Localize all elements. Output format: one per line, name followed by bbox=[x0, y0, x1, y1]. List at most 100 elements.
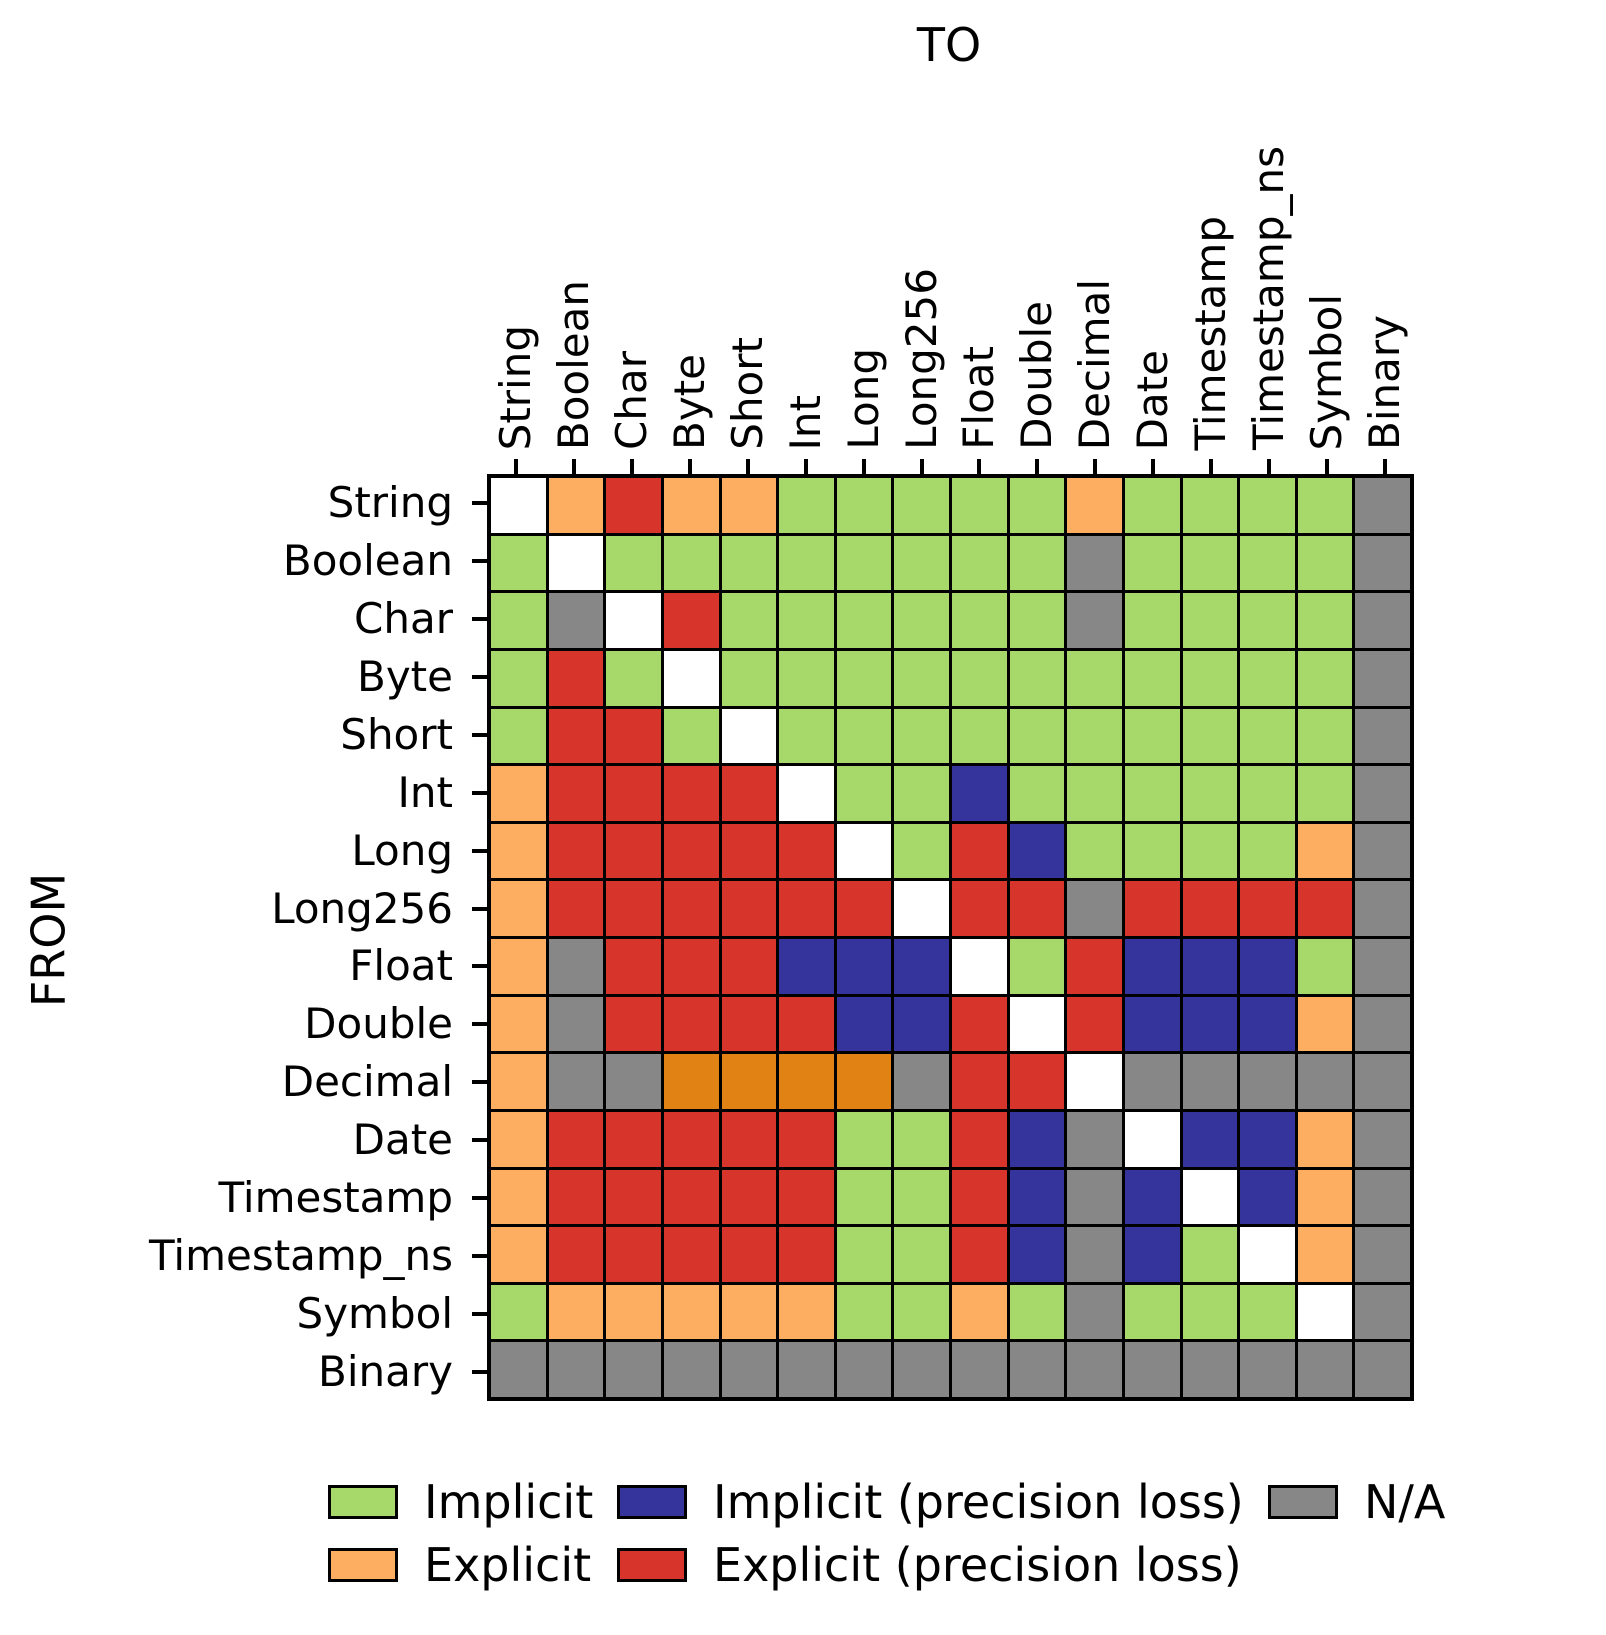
matrix-cell bbox=[548, 1342, 604, 1397]
matrix-cell bbox=[1067, 1054, 1122, 1109]
matrix-cell bbox=[1067, 650, 1122, 706]
matrix-cell bbox=[548, 996, 604, 1052]
matrix-cell bbox=[548, 650, 604, 706]
matrix-cell bbox=[1355, 1169, 1410, 1225]
conversion-matrix bbox=[487, 474, 1414, 1401]
matrix-cell bbox=[1182, 939, 1238, 994]
matrix-cell bbox=[1355, 1227, 1410, 1282]
matrix-cell bbox=[1355, 1054, 1410, 1109]
matrix-cell bbox=[1067, 708, 1122, 764]
matrix-cell bbox=[606, 1054, 661, 1109]
matrix-cell bbox=[548, 1169, 604, 1225]
matrix-cell bbox=[1240, 650, 1295, 706]
matrix-cell bbox=[894, 478, 949, 533]
matrix-cell bbox=[836, 823, 892, 879]
matrix-cell bbox=[721, 1111, 777, 1167]
matrix-cell bbox=[952, 939, 1007, 994]
matrix-cell bbox=[779, 1054, 834, 1109]
y-tick bbox=[472, 1312, 487, 1317]
matrix-cell bbox=[721, 535, 777, 591]
matrix-cell bbox=[663, 593, 719, 648]
matrix-cell bbox=[548, 1054, 604, 1109]
matrix-cell bbox=[663, 708, 719, 764]
y-tick bbox=[472, 1022, 487, 1027]
matrix-cell bbox=[1240, 1111, 1295, 1167]
y-tick bbox=[472, 500, 487, 505]
matrix-cell bbox=[1067, 1342, 1122, 1397]
x-tick bbox=[1151, 459, 1156, 474]
y-tick-label: Timestamp bbox=[218, 1173, 453, 1223]
x-tick bbox=[1267, 459, 1272, 474]
matrix-cell bbox=[836, 535, 892, 591]
matrix-cell bbox=[1240, 593, 1295, 648]
matrix-cell bbox=[894, 535, 949, 591]
matrix-cell bbox=[1067, 1111, 1122, 1167]
matrix-cell bbox=[491, 1169, 546, 1225]
matrix-cell bbox=[1124, 996, 1180, 1052]
matrix-cell bbox=[1009, 650, 1065, 706]
x-tick-label: Short bbox=[722, 337, 772, 450]
matrix-cell bbox=[952, 1227, 1007, 1282]
legend-swatch bbox=[328, 1485, 398, 1519]
matrix-cell bbox=[1124, 1342, 1180, 1397]
matrix-cell bbox=[894, 593, 949, 648]
legend-item: Explicit bbox=[328, 1542, 591, 1588]
matrix-cell bbox=[1182, 996, 1238, 1052]
matrix-cell bbox=[663, 1342, 719, 1397]
y-tick-label: Double bbox=[304, 999, 453, 1049]
matrix-cell bbox=[548, 593, 604, 648]
x-tick-label: Decimal bbox=[1070, 278, 1120, 450]
matrix-cell bbox=[1355, 535, 1410, 591]
matrix-cell bbox=[721, 823, 777, 879]
matrix-cell bbox=[1297, 1054, 1353, 1109]
matrix-cell bbox=[1009, 881, 1065, 936]
matrix-cell bbox=[721, 1169, 777, 1225]
x-axis-title: TO bbox=[916, 18, 982, 72]
x-tick bbox=[803, 459, 808, 474]
matrix-cell bbox=[1182, 766, 1238, 821]
legend-item: Explicit (precision loss) bbox=[617, 1542, 1242, 1588]
matrix-cell bbox=[1009, 708, 1065, 764]
matrix-cell bbox=[1240, 1342, 1295, 1397]
matrix-cell bbox=[606, 939, 661, 994]
matrix-cell bbox=[606, 535, 661, 591]
matrix-cell bbox=[894, 881, 949, 936]
matrix-cell bbox=[1009, 1227, 1065, 1282]
y-tick bbox=[472, 558, 487, 563]
matrix-cell bbox=[491, 766, 546, 821]
y-tick bbox=[472, 1370, 487, 1375]
y-axis-title: FROM bbox=[21, 872, 76, 1008]
matrix-cell bbox=[548, 708, 604, 764]
x-tick-label: Timestamp bbox=[1186, 215, 1236, 450]
matrix-cell bbox=[1355, 1284, 1410, 1340]
matrix-cell bbox=[1297, 1111, 1353, 1167]
x-tick-label: Long bbox=[838, 348, 888, 450]
matrix-cell bbox=[836, 478, 892, 533]
matrix-cell bbox=[491, 823, 546, 879]
matrix-cell bbox=[1355, 650, 1410, 706]
matrix-cell bbox=[721, 996, 777, 1052]
matrix-cell bbox=[952, 823, 1007, 879]
matrix-cell bbox=[779, 939, 834, 994]
matrix-cell bbox=[1240, 939, 1295, 994]
matrix-cell bbox=[606, 1169, 661, 1225]
y-tick bbox=[472, 790, 487, 795]
matrix-cell bbox=[952, 996, 1007, 1052]
matrix-cell bbox=[952, 881, 1007, 936]
matrix-cell bbox=[836, 708, 892, 764]
matrix-cell bbox=[836, 766, 892, 821]
matrix-cell bbox=[491, 996, 546, 1052]
matrix-cell bbox=[491, 881, 546, 936]
x-tick-label: Date bbox=[1128, 349, 1178, 450]
matrix-cell bbox=[1355, 593, 1410, 648]
matrix-cell bbox=[548, 535, 604, 591]
matrix-cell bbox=[952, 1111, 1007, 1167]
matrix-cell bbox=[1297, 996, 1353, 1052]
y-tick-label: Float bbox=[349, 941, 453, 991]
matrix-cell bbox=[1124, 823, 1180, 879]
y-tick-label: Short bbox=[340, 709, 453, 759]
x-tick-label: Int bbox=[780, 394, 830, 450]
matrix-cell bbox=[1240, 1054, 1295, 1109]
matrix-cell bbox=[1124, 766, 1180, 821]
